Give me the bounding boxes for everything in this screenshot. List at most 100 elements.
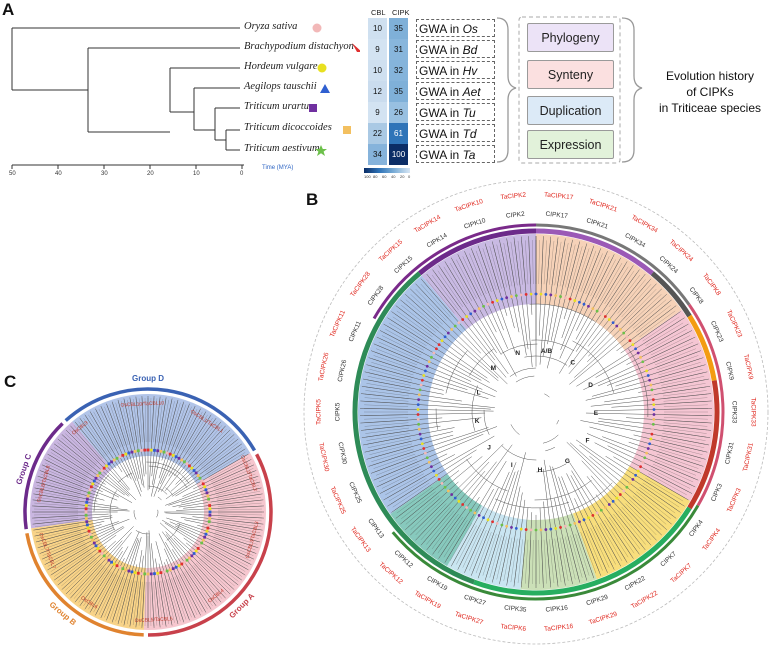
- braces: [496, 16, 643, 164]
- species-dot: [208, 504, 212, 507]
- time-tick: 30: [101, 171, 108, 177]
- species-dot: [563, 524, 567, 528]
- species-dot: [622, 489, 626, 493]
- species-dot: [204, 532, 208, 536]
- circle-marker-icon: [312, 23, 322, 33]
- species-dot: [417, 422, 421, 426]
- triangle-marker-icon: [320, 84, 330, 93]
- species-dot: [651, 422, 655, 426]
- species-dot: [473, 309, 477, 313]
- cipk-label: CIPK2: [506, 211, 526, 220]
- scale-label: 40: [391, 174, 396, 179]
- species-dot: [652, 418, 656, 421]
- species-dot: [107, 462, 111, 466]
- species-dot: [84, 517, 88, 520]
- subfamily-ring: [418, 228, 537, 276]
- species-dot: [434, 347, 438, 351]
- species-dot: [153, 572, 156, 576]
- species-dot: [651, 398, 655, 402]
- species-dot: [102, 466, 106, 470]
- heatmap-cell-cipk: 61: [389, 123, 408, 144]
- species-dot: [127, 451, 131, 455]
- species-dot: [645, 451, 648, 455]
- clade-letter: N: [515, 350, 520, 357]
- species-name: Hordeum vulgare: [244, 61, 318, 72]
- species-dot: [85, 500, 89, 504]
- species-dot: [192, 469, 196, 472]
- species-dot: [591, 307, 595, 310]
- species-dot: [549, 527, 553, 531]
- species-name: Aegilops tauschii: [244, 81, 317, 92]
- species-dot: [208, 510, 212, 514]
- species-dot: [648, 378, 652, 382]
- species-dot: [174, 565, 178, 569]
- species-dot: [432, 351, 436, 355]
- species-dot: [207, 520, 211, 524]
- group-sector: [143, 453, 266, 630]
- species-dot: [203, 485, 207, 489]
- species-dot: [206, 494, 210, 498]
- species-dot: [96, 474, 100, 477]
- species-dot: [88, 488, 92, 492]
- species-dot: [140, 572, 143, 576]
- species-dot: [133, 449, 137, 453]
- species-dot: [203, 535, 207, 539]
- species-dot: [171, 453, 175, 457]
- gwa-box: GWA in Td: [416, 124, 495, 142]
- species-dot: [582, 518, 586, 522]
- clade-sector: [421, 234, 536, 330]
- species-dot: [482, 516, 485, 520]
- species-dot: [420, 378, 424, 382]
- outer-dashed-circle: [303, 179, 769, 645]
- species-name: Triticum dicoccoides: [244, 122, 332, 133]
- species-dot: [554, 526, 558, 530]
- species-dot: [192, 552, 196, 555]
- species-dot: [643, 456, 647, 460]
- leaf-label-band: [34, 398, 262, 626]
- triangle-marker-icon: [352, 43, 360, 52]
- species-dot: [446, 331, 450, 335]
- subfamily-ring: [473, 506, 692, 596]
- time-axis-ticks: 50 40 30 20 10 0: [0, 171, 260, 183]
- species-dot: [105, 556, 108, 560]
- species-dot: [91, 538, 95, 542]
- species-dot: [105, 464, 108, 468]
- species-dot: [618, 493, 622, 496]
- species-dot: [86, 494, 90, 498]
- species-dot: [650, 388, 654, 392]
- species-dot: [595, 511, 599, 515]
- species-dot: [434, 473, 438, 477]
- species-dot: [607, 503, 611, 506]
- star-marker-icon: [315, 145, 327, 156]
- species-dot: [652, 413, 656, 416]
- species-dot: [646, 447, 650, 450]
- tacipk-label: TaCIPK2: [500, 192, 527, 202]
- cipk-label: CIPK33: [730, 401, 737, 424]
- group-ring: [372, 223, 537, 320]
- group-ring: [535, 223, 691, 306]
- gwa-box: GWA in Tu: [416, 103, 495, 121]
- species-name: Brachypodium distachyon: [244, 41, 354, 52]
- heatmap-cell-cbl: 10: [368, 60, 387, 81]
- species-dot: [86, 526, 90, 530]
- species-dot: [469, 312, 473, 316]
- clade-letter: I: [511, 462, 513, 469]
- species-dot: [539, 528, 543, 532]
- clade-sector: [358, 275, 467, 515]
- species-dot: [146, 572, 150, 576]
- species-dot: [185, 558, 189, 562]
- species-dot: [136, 449, 140, 453]
- species-dot: [634, 347, 638, 351]
- species-dot: [641, 360, 645, 364]
- species-dot: [416, 408, 420, 411]
- species-dot: [143, 572, 147, 576]
- tacipk-label: TaCIPK17: [544, 191, 574, 201]
- species-dot: [85, 497, 89, 501]
- heatmap-cell-cipk: 31: [389, 39, 408, 60]
- species-dot: [582, 302, 586, 306]
- subfamily-ring: [650, 271, 692, 318]
- species-dot: [573, 299, 577, 302]
- time-tick: 40: [55, 171, 62, 177]
- species-dot: [419, 437, 423, 441]
